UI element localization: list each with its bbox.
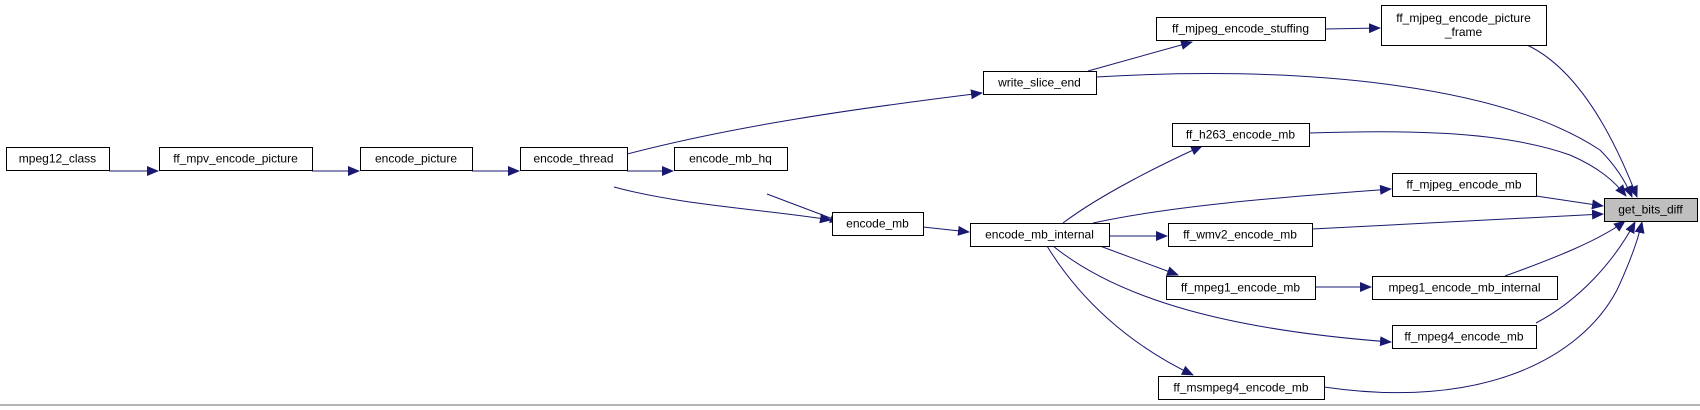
node-label-ff_mjpeg_encode_mb: ff_mjpeg_encode_mb xyxy=(1406,178,1522,192)
node-box-ff_mpeg1_encode_mb[interactable] xyxy=(1166,276,1316,300)
edge-ff_mjpeg_encode_picture_frame-to-get_bits_diff xyxy=(1526,44,1638,198)
edge-encode_mb_internal-to-ff_mpeg4_encode_mb xyxy=(1052,245,1392,347)
edge-write_slice_end-to-ff_mjpeg_encode_stuffing xyxy=(1087,40,1193,72)
node-label-mpeg12_class: mpeg12_class xyxy=(19,152,96,166)
node-box-encode_mb_internal[interactable] xyxy=(970,223,1110,247)
node-box-ff_mjpeg_encode_stuffing[interactable] xyxy=(1156,17,1326,41)
node-box-get_bits_diff[interactable] xyxy=(1604,198,1698,222)
edge-encode_thread-to-encode_mb xyxy=(613,186,832,224)
node-encode_mb[interactable]: encode_mb xyxy=(832,212,924,236)
bottom-divider xyxy=(0,404,1700,406)
edge-encode_thread-to-write_slice_end xyxy=(611,89,983,159)
edge-ff_mjpeg_encode_stuffing-to-ff_mjpeg_encode_picture_frame xyxy=(1324,23,1381,34)
node-box-encode_picture[interactable] xyxy=(360,147,473,171)
node-label-ff_h263_encode_mb: ff_h263_encode_mb xyxy=(1186,128,1296,142)
node-box-write_slice_end[interactable] xyxy=(983,71,1097,95)
node-label-ff_mpeg1_encode_mb: ff_mpeg1_encode_mb xyxy=(1181,281,1301,295)
node-label-ff_msmpeg4_encode_mb: ff_msmpeg4_encode_mb xyxy=(1173,381,1309,395)
node-label-ff_mpeg4_encode_mb: ff_mpeg4_encode_mb xyxy=(1404,330,1524,344)
edge-ff_h263_encode_mb-to-get_bits_diff xyxy=(1308,131,1627,197)
node-ff_mjpeg_encode_mb[interactable]: ff_mjpeg_encode_mb xyxy=(1392,173,1537,197)
node-write_slice_end[interactable]: write_slice_end xyxy=(983,71,1097,95)
node-box-encode_thread[interactable] xyxy=(520,147,628,171)
node-label-get_bits_diff: get_bits_diff xyxy=(1618,203,1683,217)
node-box-ff_mpv_encode_picture[interactable] xyxy=(159,147,313,171)
node-box-ff_h263_encode_mb[interactable] xyxy=(1172,123,1310,147)
node-label-encode_mb_hq: encode_mb_hq xyxy=(689,152,772,166)
node-label-encode_mb: encode_mb xyxy=(846,217,909,231)
edges-layer xyxy=(109,23,1645,394)
edge-encode_mb_internal-to-ff_msmpeg4_encode_mb xyxy=(1046,245,1194,376)
edge-ff_mpeg4_encode_mb-to-get_bits_diff xyxy=(1535,221,1636,324)
node-label-encode_thread: encode_thread xyxy=(533,152,613,166)
edge-ff_wmv2_encode_mb-to-get_bits_diff xyxy=(1311,209,1604,230)
node-ff_h263_encode_mb[interactable]: ff_h263_encode_mb xyxy=(1172,123,1310,147)
node-encode_picture[interactable]: encode_picture xyxy=(360,147,473,171)
node-box-ff_msmpeg4_encode_mb[interactable] xyxy=(1158,376,1325,400)
node-get_bits_diff[interactable]: get_bits_diff xyxy=(1604,198,1698,222)
node-box-ff_mjpeg_encode_mb[interactable] xyxy=(1392,173,1537,197)
node-mpeg12_class[interactable]: mpeg12_class xyxy=(6,147,110,171)
node-ff_mpeg1_encode_mb[interactable]: ff_mpeg1_encode_mb xyxy=(1166,276,1316,300)
edge-encode_mb_internal-to-ff_h263_encode_mb xyxy=(1062,145,1203,224)
edge-ff_msmpeg4_encode_mb-to-get_bits_diff xyxy=(1323,221,1645,394)
node-label-ff_mjpeg_encode_stuffing: ff_mjpeg_encode_stuffing xyxy=(1172,22,1309,36)
node-box-ff_mpeg4_encode_mb[interactable] xyxy=(1392,325,1537,349)
node-box-mpeg12_class[interactable] xyxy=(6,147,110,171)
node-encode_mb_internal[interactable]: encode_mb_internal xyxy=(970,223,1110,247)
node-ff_msmpeg4_encode_mb[interactable]: ff_msmpeg4_encode_mb xyxy=(1158,376,1325,400)
edge-encode_mb-to-encode_mb_internal xyxy=(922,225,970,236)
node-ff_mpv_encode_picture[interactable]: ff_mpv_encode_picture xyxy=(159,147,313,171)
node-label-ff_mjpeg_encode_picture_frame-line2: _frame xyxy=(1444,25,1483,39)
node-ff_wmv2_encode_mb[interactable]: ff_wmv2_encode_mb xyxy=(1168,223,1313,247)
edge-write_slice_end-to-get_bits_diff xyxy=(1095,73,1633,198)
node-label-encode_picture: encode_picture xyxy=(375,152,457,166)
node-box-encode_mb_hq[interactable] xyxy=(674,147,788,171)
node-label-mpeg1_encode_mb_internal: mpeg1_encode_mb_internal xyxy=(1388,281,1540,295)
node-box-ff_mjpeg_encode_picture_frame[interactable] xyxy=(1381,5,1547,46)
node-label-ff_wmv2_encode_mb: ff_wmv2_encode_mb xyxy=(1183,228,1297,242)
edge-encode_mb_internal-to-ff_mpeg1_encode_mb xyxy=(1099,245,1179,276)
node-box-mpeg1_encode_mb_internal[interactable] xyxy=(1372,276,1558,300)
node-label-ff_mpv_encode_picture: ff_mpv_encode_picture xyxy=(173,152,298,166)
node-encode_mb_hq[interactable]: encode_mb_hq xyxy=(674,147,788,171)
edge-mpeg1_encode_mb_internal-to-get_bits_diff xyxy=(1504,220,1626,277)
node-label-encode_mb_internal: encode_mb_internal xyxy=(985,228,1094,242)
node-box-encode_mb[interactable] xyxy=(832,212,924,236)
node-mpeg1_encode_mb_internal[interactable]: mpeg1_encode_mb_internal xyxy=(1372,276,1558,300)
edge-encode_mb_internal-to-ff_mjpeg_encode_mb xyxy=(1092,184,1392,224)
node-ff_mjpeg_encode_stuffing[interactable]: ff_mjpeg_encode_stuffing xyxy=(1156,17,1326,41)
node-ff_mjpeg_encode_picture_frame[interactable]: ff_mjpeg_encode_picture_frame xyxy=(1381,5,1547,46)
nodes-layer: mpeg12_class ff_mpv_encode_picture encode_… xyxy=(6,5,1698,400)
node-ff_mpeg4_encode_mb[interactable]: ff_mpeg4_encode_mb xyxy=(1392,325,1537,349)
node-label-write_slice_end: write_slice_end xyxy=(997,76,1081,90)
node-encode_thread[interactable]: encode_thread xyxy=(520,147,628,171)
edge-ff_mjpeg_encode_mb-to-get_bits_diff xyxy=(1535,195,1604,210)
node-label-ff_mjpeg_encode_picture_frame-line1: ff_mjpeg_encode_picture xyxy=(1396,11,1531,25)
node-box-ff_wmv2_encode_mb[interactable] xyxy=(1168,223,1313,247)
edge-encode_mb_hq-to-encode_mb xyxy=(766,193,842,223)
